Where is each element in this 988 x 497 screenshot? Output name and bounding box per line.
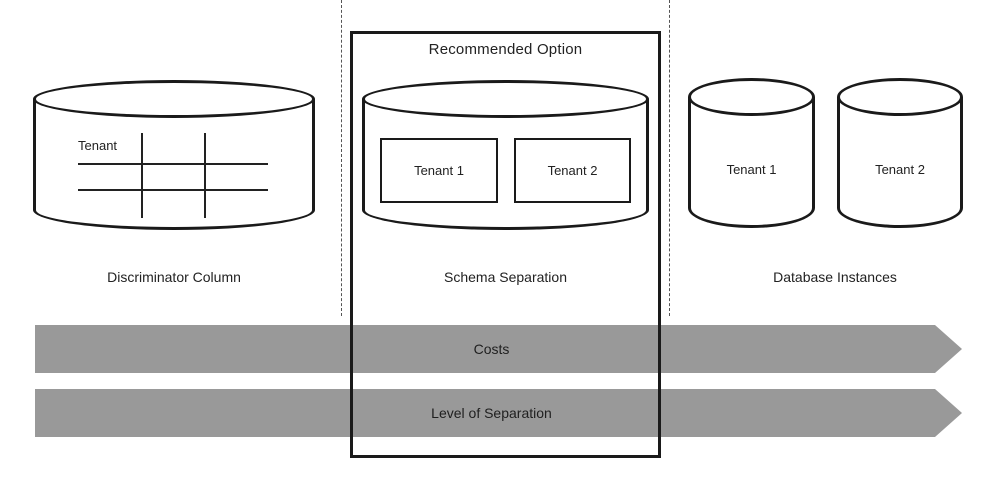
cylinder-top-ellipse [688, 78, 815, 116]
instance-tenant2-label: Tenant 2 [875, 162, 925, 177]
costs-arrow: Costs [35, 325, 962, 373]
option-label-schema-separation: Schema Separation [444, 269, 567, 285]
cylinder-top-ellipse [362, 80, 649, 118]
cylinder-body [837, 97, 963, 228]
table-grid-vline [141, 133, 143, 218]
option-label-database-instances: Database Instances [773, 269, 897, 285]
option-label-discriminator-column: Discriminator Column [107, 269, 241, 285]
section-divider-left [341, 0, 342, 316]
database-cylinder-discriminator: Tenant [33, 80, 315, 230]
database-cylinder-tenant1: Tenant 1 [688, 78, 815, 228]
table-grid-hline [78, 189, 268, 191]
table-grid-hline [78, 163, 268, 165]
level-of-separation-arrow-label: Level of Separation [431, 405, 552, 421]
section-divider-right [669, 0, 670, 316]
cylinder-top-ellipse [33, 80, 315, 118]
recommended-option-title: Recommended Option [428, 41, 583, 58]
database-cylinder-schema: Tenant 1 Tenant 2 [362, 80, 649, 230]
database-cylinder-tenant2: Tenant 2 [837, 78, 963, 228]
level-of-separation-arrow: Level of Separation [35, 389, 962, 437]
costs-arrow-label: Costs [473, 341, 510, 357]
cylinder-top-ellipse [837, 78, 963, 116]
schema-tenant1-box: Tenant 1 [380, 138, 498, 203]
instance-tenant1-label: Tenant 1 [726, 162, 777, 177]
tenant-column-label: Tenant [78, 138, 118, 153]
table-grid-vline [204, 133, 206, 218]
schema-tenant2-box: Tenant 2 [514, 138, 631, 203]
cylinder-body [688, 97, 815, 228]
recommended-option-frame: Recommended Option [350, 31, 661, 458]
